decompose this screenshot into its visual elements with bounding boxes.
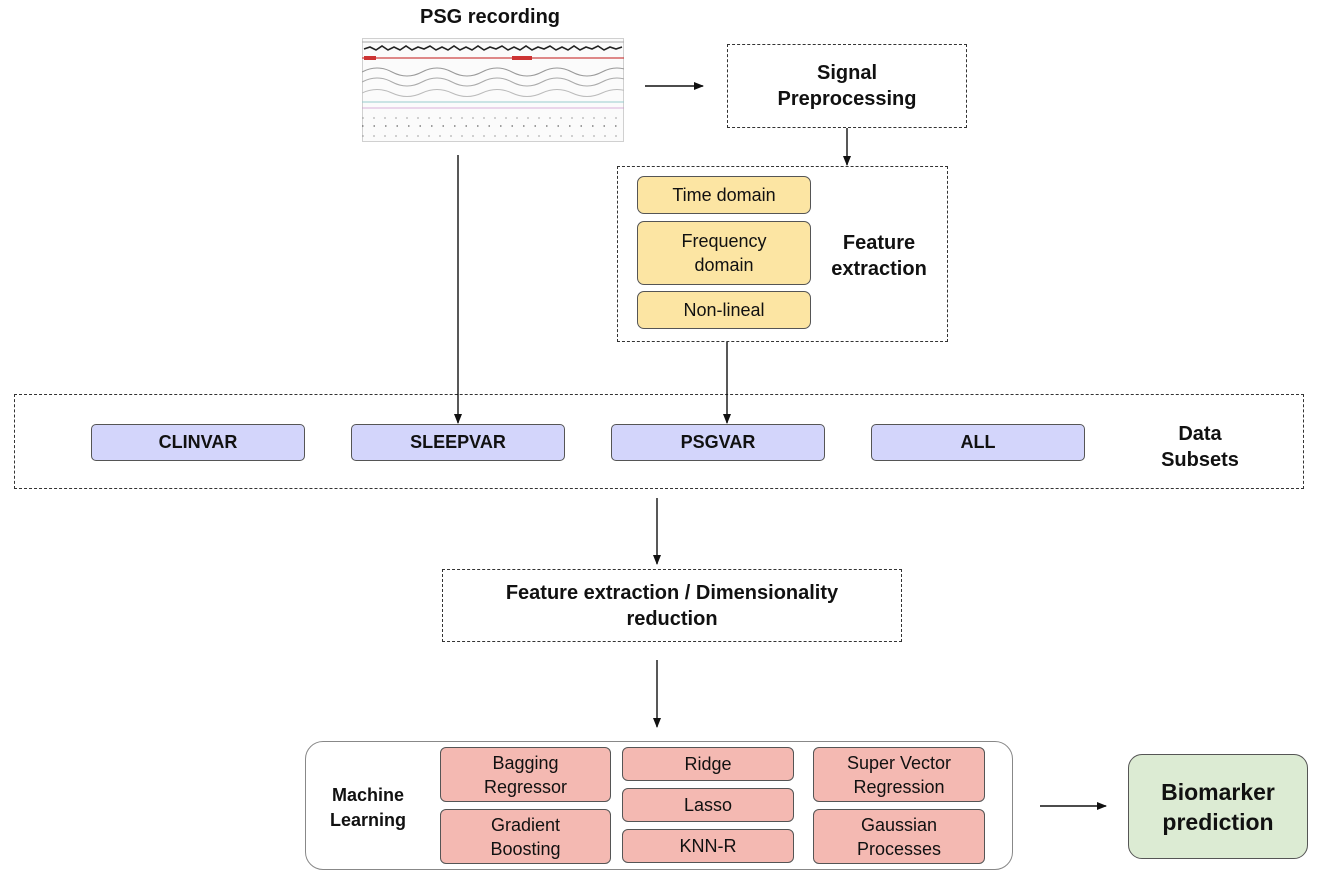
feature-extraction-group xyxy=(617,166,948,342)
data-subsets-label: Data Subsets xyxy=(1150,421,1250,473)
psg-recording-image xyxy=(362,38,624,142)
machine-learning-group xyxy=(305,741,1013,870)
model-super-vector-regression: Super Vector Regression xyxy=(813,747,985,802)
biomarker-prediction-label-line1: Biomarker xyxy=(1161,778,1275,805)
model-lasso-label: Lasso xyxy=(683,795,733,815)
model-lasso: Lasso xyxy=(622,788,794,822)
feature-extraction-label-line2: extraction xyxy=(831,258,927,280)
model-gaussian-processes: Gaussian Processes xyxy=(813,809,985,864)
model-gp-label-line2: Processes xyxy=(856,838,942,859)
model-bagging-regressor: Bagging Regressor xyxy=(440,747,611,802)
model-gradient-label-line1: Gradient xyxy=(490,814,561,835)
subset-sleepvar: SLEEPVAR xyxy=(351,424,565,461)
machine-learning-label-line2: Learning xyxy=(329,810,406,830)
model-svr-label-line1: Super Vector xyxy=(846,752,952,773)
machine-learning-label: Machine Learning xyxy=(318,783,418,833)
model-knn-label: KNN-R xyxy=(679,836,737,856)
data-subsets-label-line2: Subsets xyxy=(1161,449,1239,471)
non-lineal-label: Non-lineal xyxy=(683,300,765,320)
subset-psgvar: PSGVAR xyxy=(611,424,825,461)
subset-clinvar: CLINVAR xyxy=(91,424,305,461)
model-gradient-label-line2: Boosting xyxy=(490,838,561,859)
biomarker-prediction-label-line2: prediction xyxy=(1162,808,1274,835)
non-lineal-box: Non-lineal xyxy=(637,291,811,329)
time-domain-box: Time domain xyxy=(637,176,811,214)
frequency-domain-label-line1: Frequency xyxy=(681,231,767,251)
subset-all-label: ALL xyxy=(960,432,996,452)
model-ridge-label: Ridge xyxy=(684,754,732,774)
subset-psgvar-label: PSGVAR xyxy=(680,432,756,452)
frequency-domain-label-line2: domain xyxy=(694,255,754,275)
time-domain-label: Time domain xyxy=(672,185,776,205)
feature-extraction-label: Feature extraction xyxy=(820,230,938,282)
machine-learning-label-line1: Machine xyxy=(331,785,405,805)
subset-all: ALL xyxy=(871,424,1085,461)
signal-preprocessing-label-line1: Signal xyxy=(816,62,877,84)
biomarker-prediction-box: Biomarker prediction xyxy=(1128,754,1308,859)
psg-recording-title: PSG recording xyxy=(419,6,561,28)
data-subsets-label-line1: Data xyxy=(1178,423,1222,445)
model-ridge: Ridge xyxy=(622,747,794,781)
frequency-domain-box: Frequency domain xyxy=(637,221,811,285)
signal-preprocessing-label-line2: Preprocessing xyxy=(777,88,917,110)
subset-clinvar-label: CLINVAR xyxy=(158,432,238,452)
model-gp-label-line1: Gaussian xyxy=(860,814,938,835)
model-svr-label-line2: Regression xyxy=(853,776,945,797)
dimensionality-reduction-box: Feature extraction / Dimensionality redu… xyxy=(442,569,902,642)
model-gradient-boosting: Gradient Boosting xyxy=(440,809,611,864)
feature-extraction-label-line1: Feature xyxy=(842,232,916,254)
model-bagging-label-line2: Regressor xyxy=(483,776,568,797)
model-knn-r: KNN-R xyxy=(622,829,794,863)
signal-preprocessing-box: Signal Preprocessing xyxy=(727,44,967,128)
subset-sleepvar-label: SLEEPVAR xyxy=(410,432,506,452)
data-subsets-group xyxy=(14,394,1304,489)
model-bagging-label-line1: Bagging xyxy=(492,752,559,773)
dimensionality-reduction-label-line1: Feature extraction / Dimensionality xyxy=(505,581,839,604)
dimensionality-reduction-label-line2: reduction xyxy=(626,607,718,630)
